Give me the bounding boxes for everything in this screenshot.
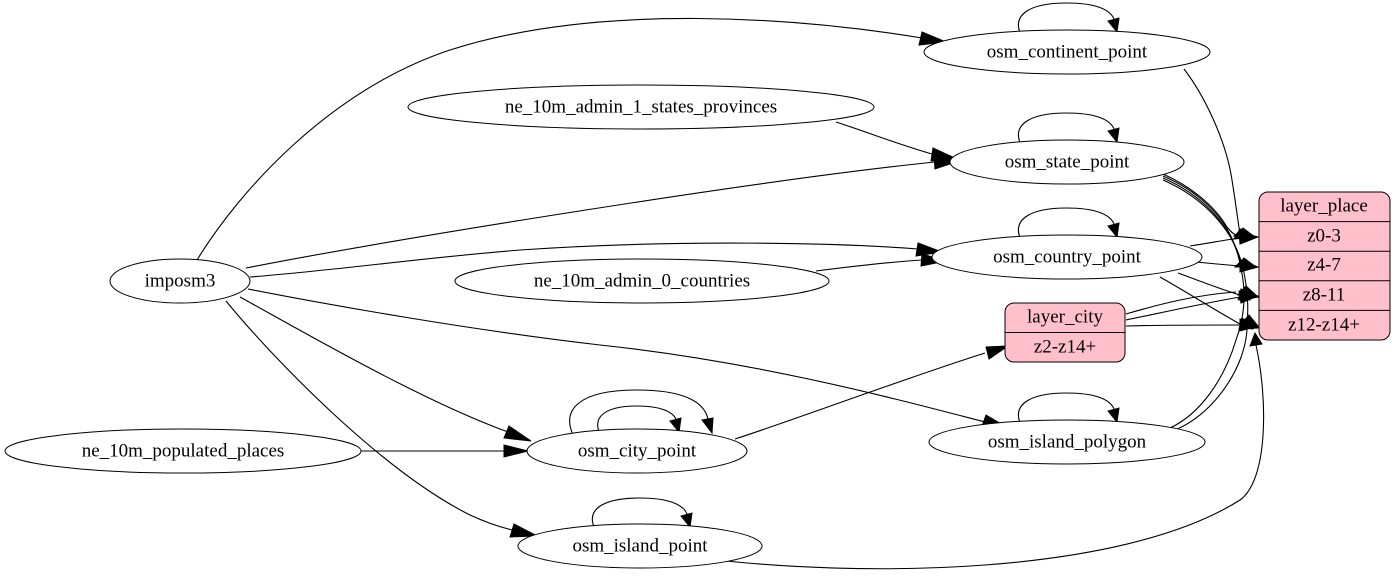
edge-imposm3-to-osm-island-polygon <box>247 288 1010 430</box>
self-loop-osm-continent-point <box>1018 2 1120 36</box>
node-osm-island-point[interactable]: osm_island_point <box>517 523 763 569</box>
edge-osm-island-polygon-to-layer-place-z12-z14 <box>1174 315 1254 431</box>
node-osm-city-point[interactable]: osm_city_point <box>526 428 748 474</box>
self-loop-osm-island-polygon <box>1018 392 1120 426</box>
edge-layer <box>196 2 1265 570</box>
edge-osm-continent-point-to-layer-place-z0-3 <box>1183 68 1257 238</box>
node-ne-10m-admin-1-states-provinces[interactable]: ne_10m_admin_1_states_provinces <box>407 84 875 130</box>
node-ne-10m-admin-0-countries[interactable]: ne_10m_admin_0_countries <box>454 258 830 304</box>
node-osm-continent-point[interactable]: osm_continent_point <box>923 29 1211 75</box>
edge-imposm3-to-osm-city-point <box>239 296 532 442</box>
edge-ne-populated-to-osm-city-point <box>361 444 529 458</box>
node-layer-place-record[interactable]: layer_place z0-3 z4-7 z8-11 z12-z14+ <box>1258 191 1391 341</box>
edge-imposm3-to-osm-state-point <box>245 155 961 269</box>
edge-ne-admin0-to-osm-country-point <box>815 253 947 272</box>
record-row-layer-place-z4-7: z4-7 <box>1307 254 1341 275</box>
edge-osm-country-point-to-layer-place-z0-3 <box>1189 231 1260 247</box>
node-layer-city-record[interactable]: layer_city z2-z14+ <box>1004 302 1126 363</box>
node-ne-10m-populated-places[interactable]: ne_10m_populated_places <box>4 428 362 474</box>
edge-layer-city-to-layer-place-extra <box>1125 291 1237 315</box>
self-loop-osm-city-point-outer <box>569 389 714 438</box>
node-label-ne-10m-populated-places: ne_10m_populated_places <box>82 440 285 461</box>
node-label-osm-island-polygon: osm_island_polygon <box>988 431 1147 452</box>
node-label-osm-state-point: osm_state_point <box>1005 151 1130 172</box>
node-osm-country-point[interactable]: osm_country_point <box>931 234 1203 280</box>
edge-layer-city-to-layer-place-z8-11 <box>1125 290 1260 321</box>
edge-osm-country-point-to-layer-place-z4-7 <box>1195 259 1260 273</box>
node-layer: imposm3 ne_10m_admin_1_states_provinces … <box>4 29 1391 569</box>
self-loop-osm-state-point <box>1018 112 1120 146</box>
node-imposm3[interactable]: imposm3 <box>109 258 251 304</box>
edge-layer-city-to-layer-place-z12-z14 <box>1125 318 1260 332</box>
self-loop-osm-country-point <box>1018 207 1120 241</box>
node-osm-island-polygon[interactable]: osm_island_polygon <box>928 419 1206 465</box>
node-osm-state-point[interactable]: osm_state_point <box>949 139 1185 185</box>
node-label-imposm3: imposm3 <box>145 270 216 291</box>
edge-ne-admin1-to-osm-state-point <box>835 121 959 162</box>
node-label-osm-city-point: osm_city_point <box>578 440 697 461</box>
edge-imposm3-to-osm-continent-point <box>196 17 948 261</box>
edge-osm-island-polygon-to-layer-place-z8-11 <box>1169 286 1251 429</box>
node-label-osm-island-point: osm_island_point <box>572 535 708 556</box>
node-label-osm-country-point: osm_country_point <box>993 246 1141 267</box>
edge-imposm3-to-osm-island-point <box>225 300 539 538</box>
record-row-layer-place-z0-3: z0-3 <box>1307 225 1341 246</box>
edge-osm-city-point-to-layer-city <box>734 345 1010 440</box>
node-label-ne-10m-admin-0-countries: ne_10m_admin_0_countries <box>534 270 750 291</box>
node-label-osm-continent-point: osm_continent_point <box>987 41 1148 62</box>
record-row-layer-city-z2-z14: z2-z14+ <box>1034 336 1096 357</box>
record-row-layer-place-z8-11: z8-11 <box>1303 284 1346 305</box>
self-loop-osm-island-point <box>591 497 693 530</box>
record-row-layer-city-title: layer_city <box>1027 306 1103 327</box>
record-row-layer-place-title: layer_place <box>1280 195 1368 216</box>
record-row-layer-place-z12-z14: z12-z14+ <box>1288 314 1360 335</box>
node-label-ne-10m-admin-1-states-provinces: ne_10m_admin_1_states_provinces <box>505 96 777 117</box>
self-loop-osm-city-point-inner <box>597 405 682 435</box>
edge-osm-island-point-to-layer-place-z12-z14 <box>699 331 1265 570</box>
